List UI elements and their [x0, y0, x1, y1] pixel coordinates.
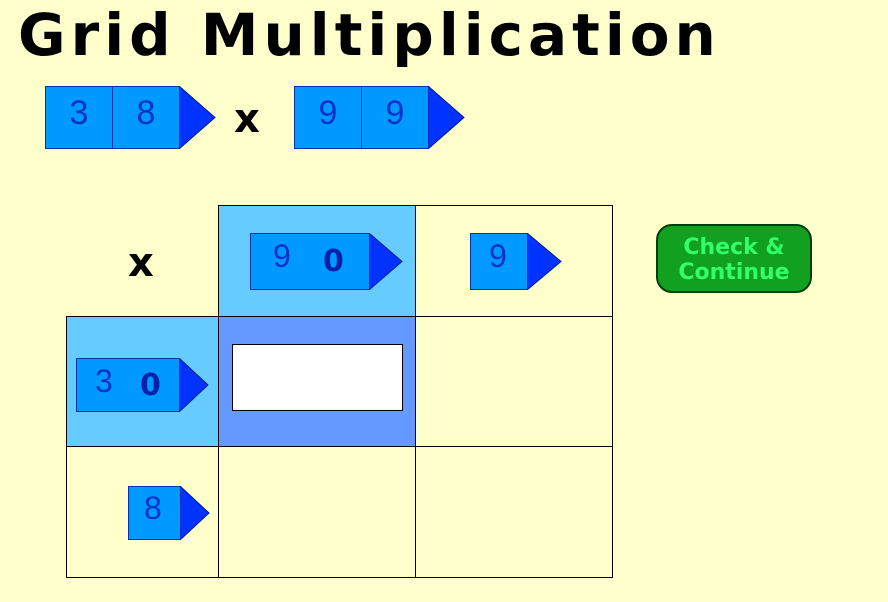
- arrow-icon: [180, 486, 210, 540]
- multiplier-ones-digit: 9: [361, 86, 429, 149]
- top-header-tens-zero: 0: [323, 244, 344, 279]
- left-header-ones-digit: 8: [144, 490, 162, 526]
- grid-cell-r2c2: [415, 446, 613, 578]
- page-title: Grid Multiplication: [18, 1, 721, 69]
- arrow-icon: [527, 233, 562, 290]
- answer-input[interactable]: [232, 344, 403, 411]
- left-header-tens-box: [76, 358, 180, 412]
- grid-cell-r2c1: [218, 446, 416, 578]
- problem-operator: x: [234, 96, 260, 142]
- arrow-icon: [428, 86, 465, 149]
- left-header-ones-box: [128, 486, 181, 540]
- grid-corner-operator: x: [128, 240, 154, 286]
- arrow-icon: [179, 86, 216, 149]
- check-continue-button[interactable]: Check & Continue: [656, 224, 812, 293]
- arrow-icon: [369, 233, 403, 290]
- multiplier-tens-digit: 9: [294, 86, 362, 149]
- top-header-tens-digit: 9: [273, 238, 291, 274]
- multiplicand-tens-digit: 3: [45, 86, 113, 149]
- top-header-ones-box: [470, 233, 528, 290]
- check-button-line1: Check &: [683, 235, 785, 260]
- arrow-icon: [179, 358, 209, 412]
- left-header-tens-digit: 3: [95, 363, 113, 399]
- grid-cell-r1c2: [415, 316, 613, 447]
- left-header-tens-zero: 0: [140, 368, 161, 403]
- top-header-ones-digit: 9: [489, 238, 507, 274]
- check-button-line2: Continue: [678, 260, 790, 285]
- top-header-tens-box: [250, 233, 370, 290]
- multiplicand-ones-digit: 8: [112, 86, 180, 149]
